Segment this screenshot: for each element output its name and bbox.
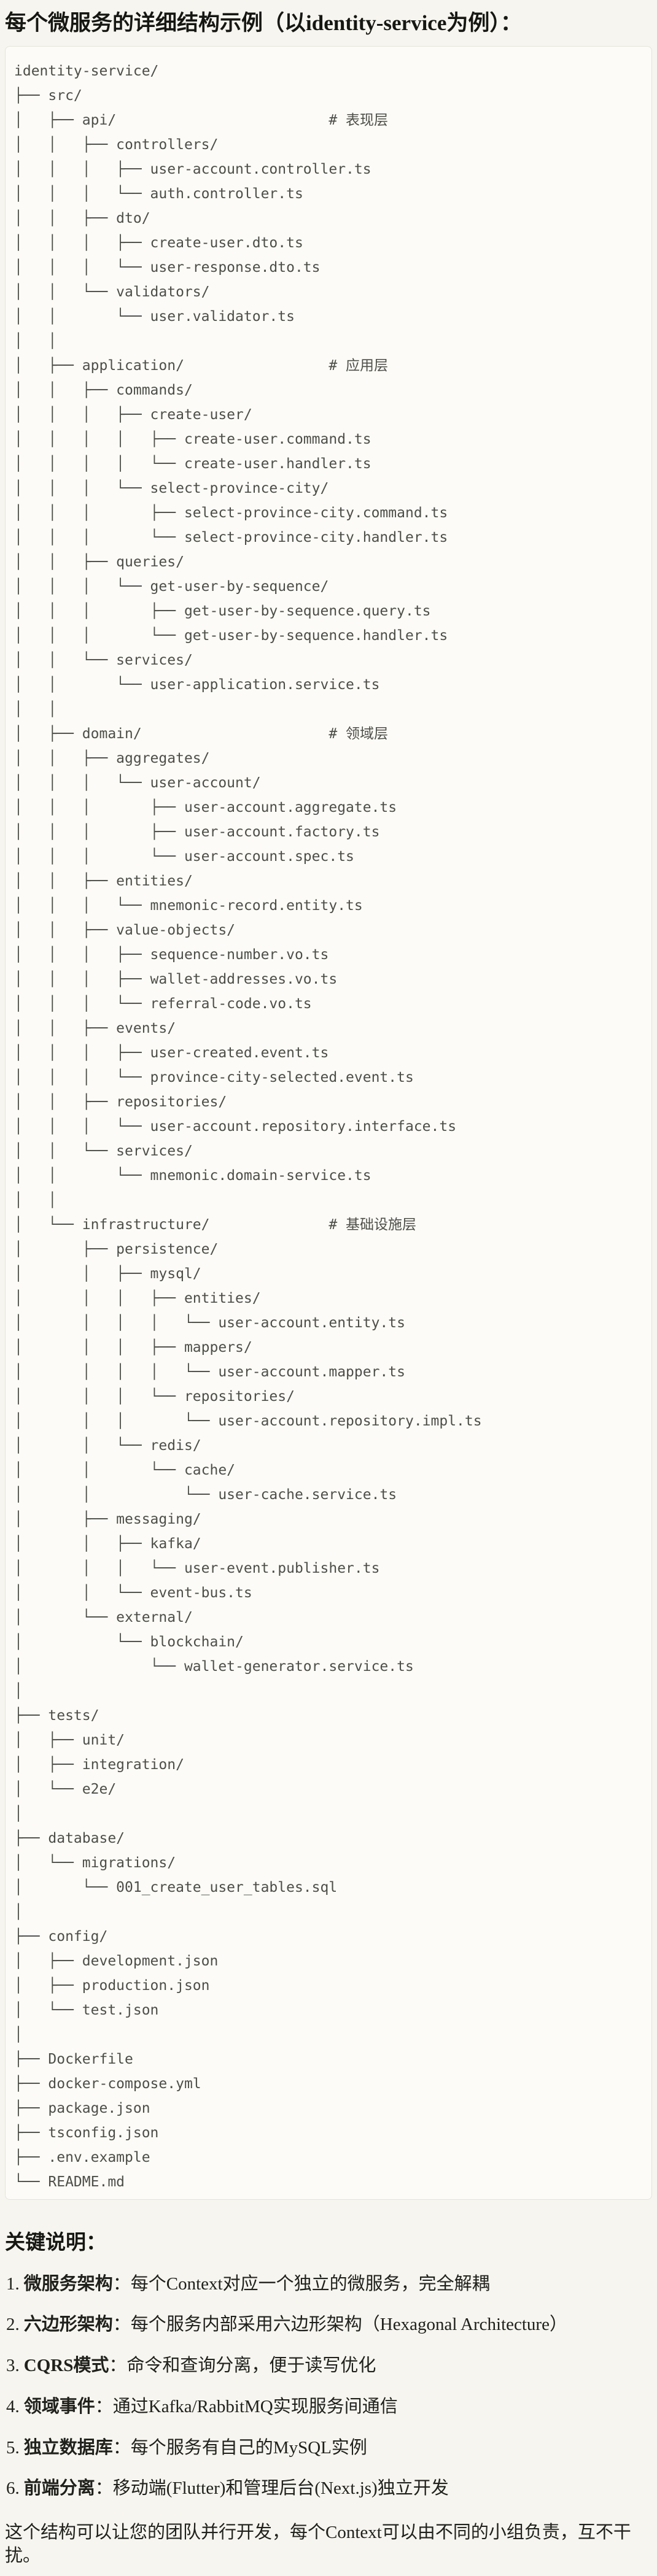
note-desc: 移动端(Flutter)和管理后台(Next.js)独立开发 <box>112 2478 449 2499</box>
note-number: 2. <box>6 2315 20 2335</box>
note-item-1: 1.微服务架构：每个Context对应一个独立的微服务，完全解耦 <box>5 2273 652 2296</box>
note-number: 3. <box>6 2356 20 2376</box>
note-item-2: 2.六边形架构：每个服务内部采用六边形架构（Hexagonal Architec… <box>5 2313 652 2337</box>
note-term: 独立数据库 <box>23 2437 113 2458</box>
closing-paragraph: 这个结构可以让您的团队并行开发，每个Context可以由不同的小组负责，互不干扰… <box>5 2522 631 2566</box>
note-desc: 命令和查询分离，便于读写优化 <box>126 2356 376 2376</box>
notes-list: 1.微服务架构：每个Context对应一个独立的微服务，完全解耦 2.六边形架构… <box>5 2273 652 2501</box>
notes-heading: 关键说明： <box>5 2231 106 2254</box>
note-number: 6. <box>6 2478 20 2499</box>
note-term: 领域事件 <box>23 2396 95 2416</box>
note-colon: ： <box>112 2437 131 2458</box>
note-colon: ： <box>112 2315 131 2335</box>
note-colon: ： <box>112 2273 131 2294</box>
directory-tree: identity-service/ ├── src/ │ ├── api/ # … <box>14 63 482 2190</box>
note-item-4: 4.领域事件：通过Kafka/RabbitMQ实现服务间通信 <box>5 2396 652 2419</box>
note-term: CQRS模式 <box>23 2356 109 2376</box>
note-term: 前端分离 <box>23 2478 95 2499</box>
note-term: 六边形架构 <box>23 2315 113 2335</box>
note-desc: 每个服务有自己的MySQL实例 <box>130 2437 367 2458</box>
note-colon: ： <box>95 2478 113 2499</box>
note-term: 微服务架构 <box>23 2273 113 2294</box>
note-desc: 每个Context对应一个独立的微服务，完全解耦 <box>130 2273 490 2294</box>
note-number: 1. <box>6 2273 20 2294</box>
note-number: 4. <box>6 2396 20 2416</box>
code-block: identity-service/ ├── src/ │ ├── api/ # … <box>5 45 652 2200</box>
note-item-5: 5.独立数据库：每个服务有自己的MySQL实例 <box>5 2437 652 2460</box>
note-colon: ： <box>95 2396 113 2416</box>
note-desc: 每个服务内部采用六边形架构（Hexagonal Architecture） <box>130 2315 567 2335</box>
note-item-3: 3.CQRS模式：命令和查询分离，便于读写优化 <box>5 2354 652 2378</box>
note-desc: 通过Kafka/RabbitMQ实现服务间通信 <box>112 2396 398 2416</box>
note-number: 5. <box>6 2437 20 2458</box>
note-colon: ： <box>109 2356 127 2376</box>
note-item-6: 6.前端分离：移动端(Flutter)和管理后台(Next.js)独立开发 <box>5 2477 652 2501</box>
page-title: 每个微服务的详细结构示例（以identity-service为例）： <box>5 11 522 35</box>
